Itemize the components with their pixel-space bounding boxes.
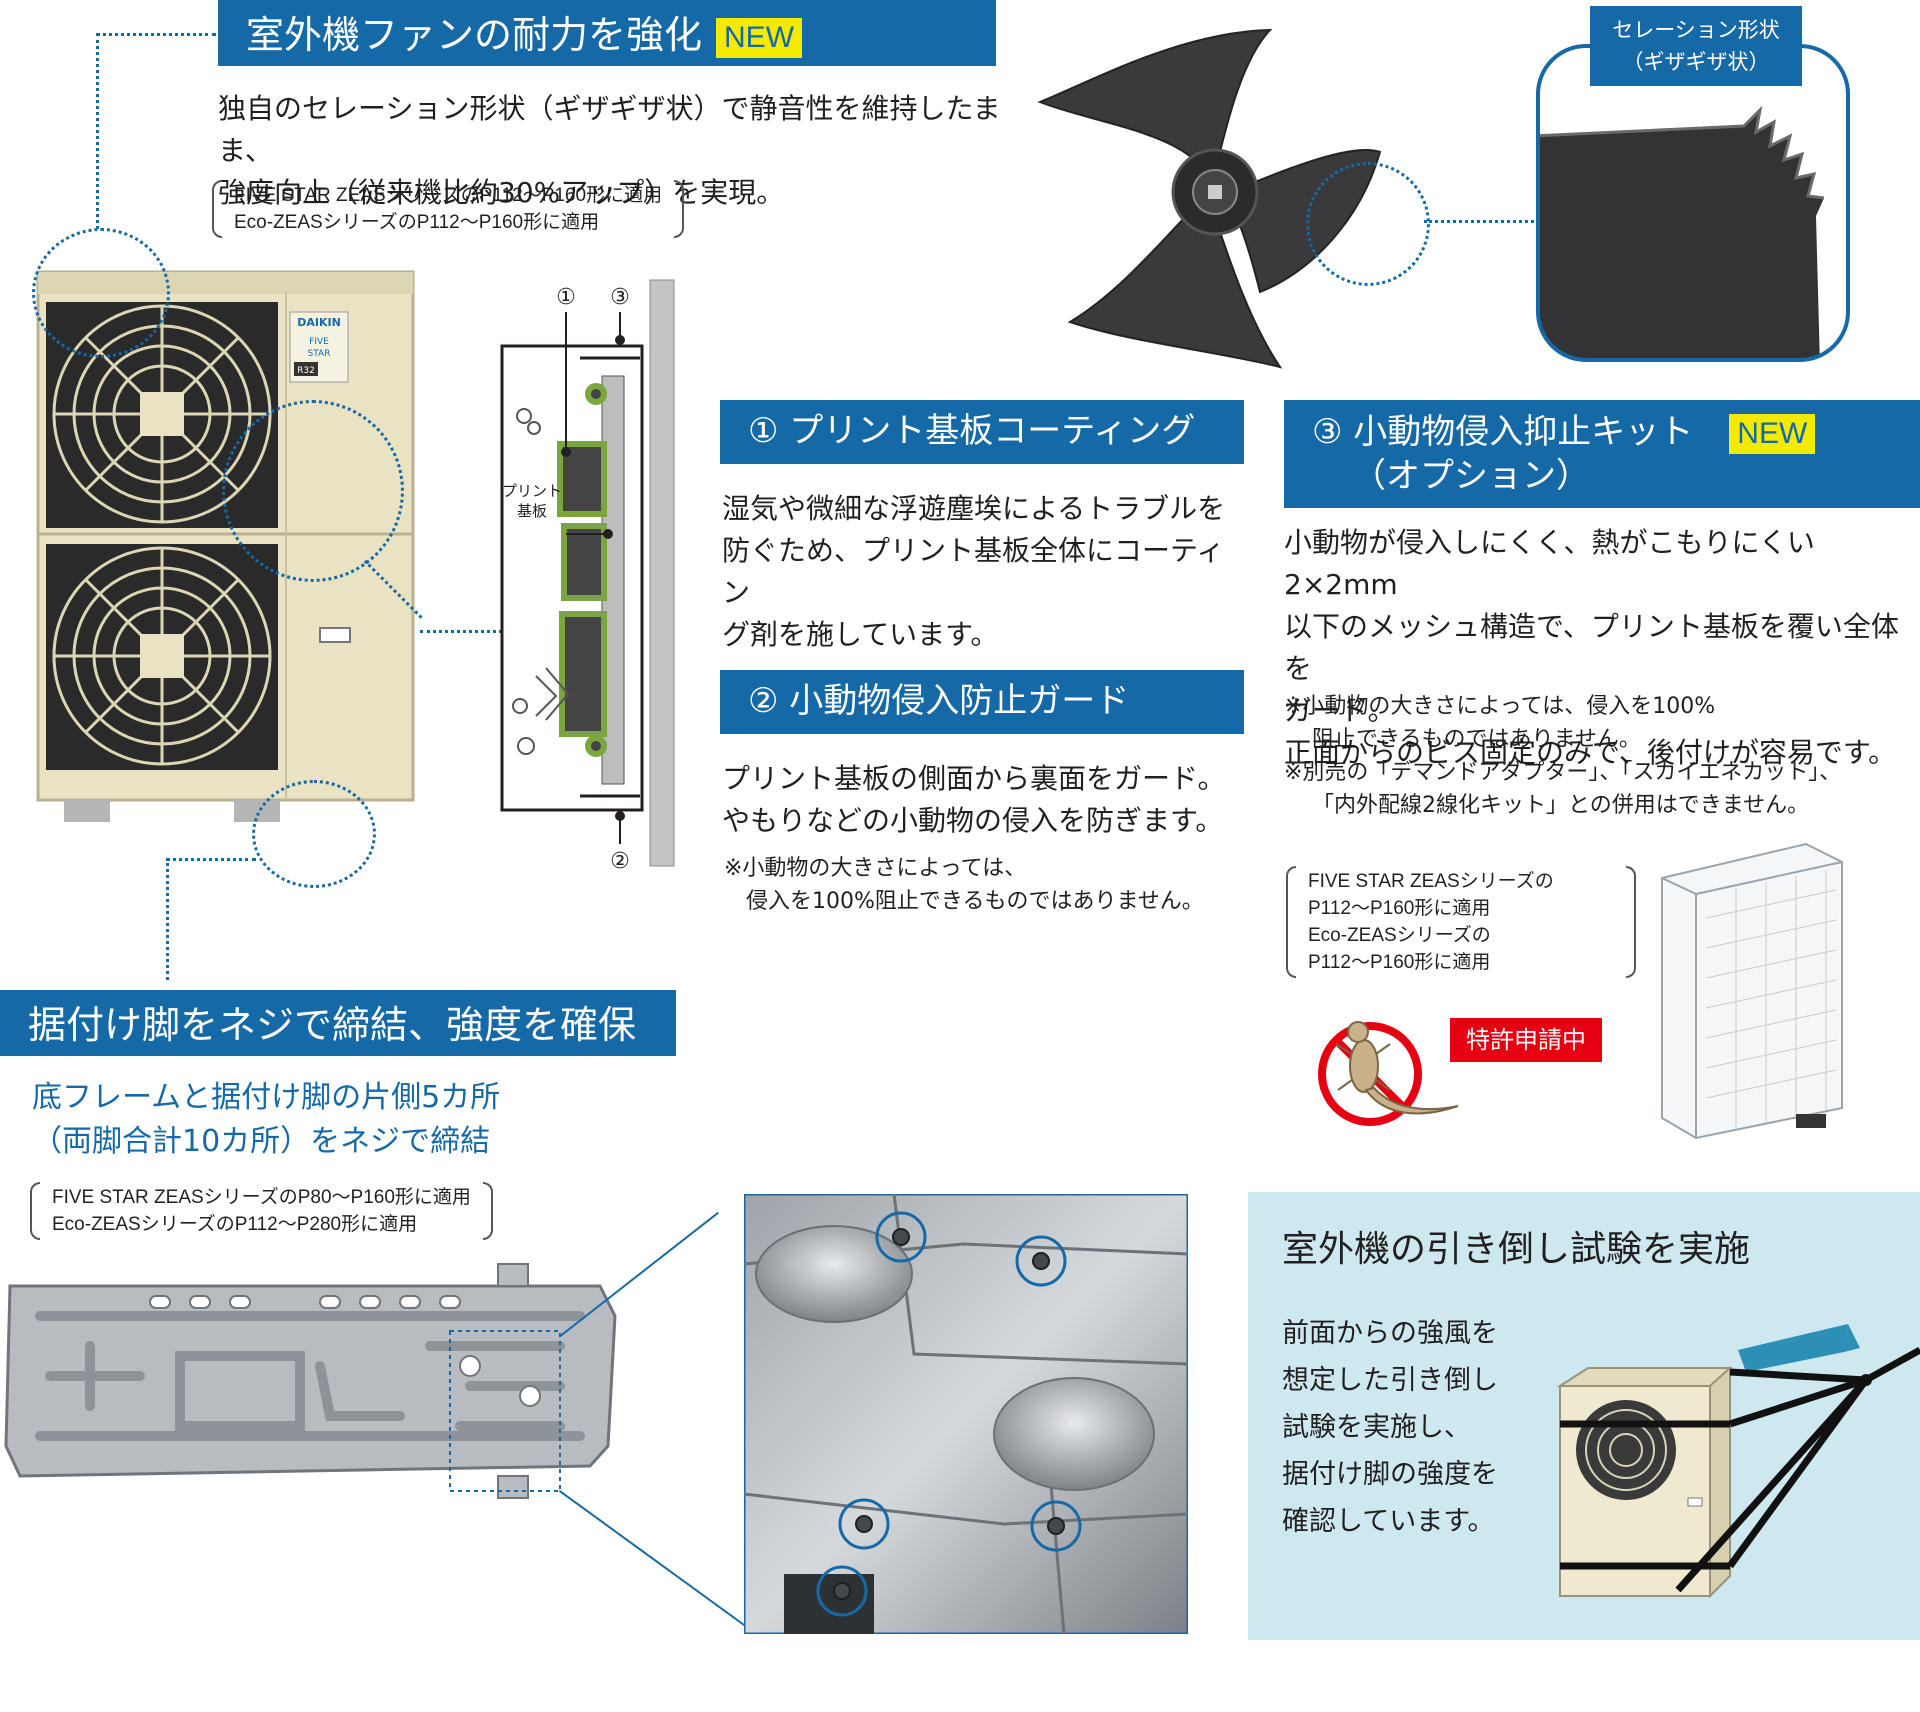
diagram-number-3: ③ <box>610 285 630 310</box>
fan-callout-circle <box>32 228 170 358</box>
kit-new-badge: NEW <box>1729 413 1816 454</box>
mesh-kit-illustration <box>1661 842 1843 1140</box>
fan-section-description: 独自のセレーション形状（ギザギザ状）で静音性を維持したまま、 強度向上（従来機比… <box>218 92 1001 209</box>
serration-callout-circle <box>1306 162 1430 286</box>
svg-text:R32: R32 <box>297 366 315 376</box>
leg-callout-circle <box>252 780 376 888</box>
board-callout-circle <box>222 400 404 582</box>
kit-section-note: ※小動物の大きさによっては、侵入を100% 阻止できるものではありません。 ※別… <box>1284 694 1842 818</box>
board-label-line2: 基板 <box>517 502 547 520</box>
leg-screw-zoom-photo <box>744 1194 1188 1634</box>
kit-section-applicable-note: FIVE STAR ZEASシリーズの P112〜P160形に適用 Eco-ZE… <box>1286 866 1636 978</box>
fan-leader-horizontal <box>96 33 216 36</box>
svg-text:FIVE: FIVE <box>309 337 329 347</box>
daikin-logo-text: DAIKIN <box>297 316 341 329</box>
pull-test-description: 前面からの強風を 想定した引き倒し 試験を実施し、 据付け脚の強度を 確認してい… <box>1282 1318 1498 1537</box>
leg-section-title-bar: 据付け脚をネジで締結、強度を確保 <box>0 990 676 1056</box>
serration-zoom-illustration <box>1536 44 1850 362</box>
svg-text:STAR: STAR <box>308 349 331 359</box>
kit-section-description: 小動物が侵入しにくく、熱がこもりにくい2×2mm 以下のメッシュ構造で、プリント… <box>1284 526 1899 769</box>
leg-section-subheading: 底フレームと据付け脚の片側5カ所 （両脚合計10カ所）をネジで締結 <box>32 1080 501 1159</box>
diagram-number-2: ② <box>610 849 630 874</box>
coating-section-title: ① プリント基板コーティング <box>748 411 1196 451</box>
serration-label-box: セレーション形状 （ギザギザ状） <box>1590 6 1802 86</box>
coating-section-description: 湿気や微細な浮遊塵埃によるトラブルを 防ぐため、プリント基板全体にコーティン グ… <box>722 492 1226 651</box>
guard-section-description: プリント基板の側面から裏面をガード。 やもりなどの小動物の侵入を防ぎます。 <box>722 762 1226 837</box>
patent-pending-badge: 特許申請中 <box>1450 1018 1602 1062</box>
fan-blade-illustration <box>1037 28 1382 369</box>
guard-section-title: ② 小動物侵入防止ガード <box>748 681 1130 721</box>
base-frame-illustration <box>4 1263 617 1499</box>
kit-section-subtitle: （オプション） <box>1352 456 1590 496</box>
new-badge: NEW <box>716 17 803 58</box>
pull-test-title: 室外機の引き倒し試験を実施 <box>1282 1229 1751 1270</box>
serration-leader <box>1424 220 1534 223</box>
fan-section-title-bar: 室外機ファンの耐力を強化 NEW <box>218 0 996 66</box>
fan-section-applicable-note: FIVE STAR ZEASシリーズのP112〜P160形に適用 Eco-ZEA… <box>212 180 685 238</box>
leg-leader-horizontal <box>166 858 256 861</box>
guard-section-title-bar: ② 小動物侵入防止ガード <box>720 670 1244 734</box>
fan-section-title: 室外機ファンの耐力を強化 <box>246 13 703 57</box>
kit-section-title-bar: ③ 小動物侵入抑止キット NEW （オプション） <box>1284 400 1920 508</box>
diagram-number-1: ① <box>556 285 576 310</box>
leg-section-title: 据付け脚をネジで締結、強度を確保 <box>28 1003 637 1047</box>
zoom-connector-bottom <box>558 1490 747 1627</box>
board-label-line1: プリント <box>502 482 562 500</box>
pull-test-illustration <box>1556 1324 1920 1599</box>
board-leader-horizontal <box>420 630 502 633</box>
no-gecko-icon <box>1318 1021 1459 1126</box>
circuit-board-cross-section-diagram: ① ③ ② プリント 基板 <box>500 279 675 874</box>
guard-section-note: ※小動物の大きさによっては、 侵入を100%阻止できるものではありません。 <box>724 856 1204 914</box>
fan-leader-vertical <box>96 33 99 229</box>
leg-leader-vertical <box>166 858 169 980</box>
coating-section-title-bar: ① プリント基板コーティング <box>720 400 1244 464</box>
leg-section-applicable-note: FIVE STAR ZEASシリーズのP80〜P160形に適用 Eco-ZEAS… <box>30 1182 493 1240</box>
kit-section-title: ③ 小動物侵入抑止キット <box>1312 412 1694 452</box>
